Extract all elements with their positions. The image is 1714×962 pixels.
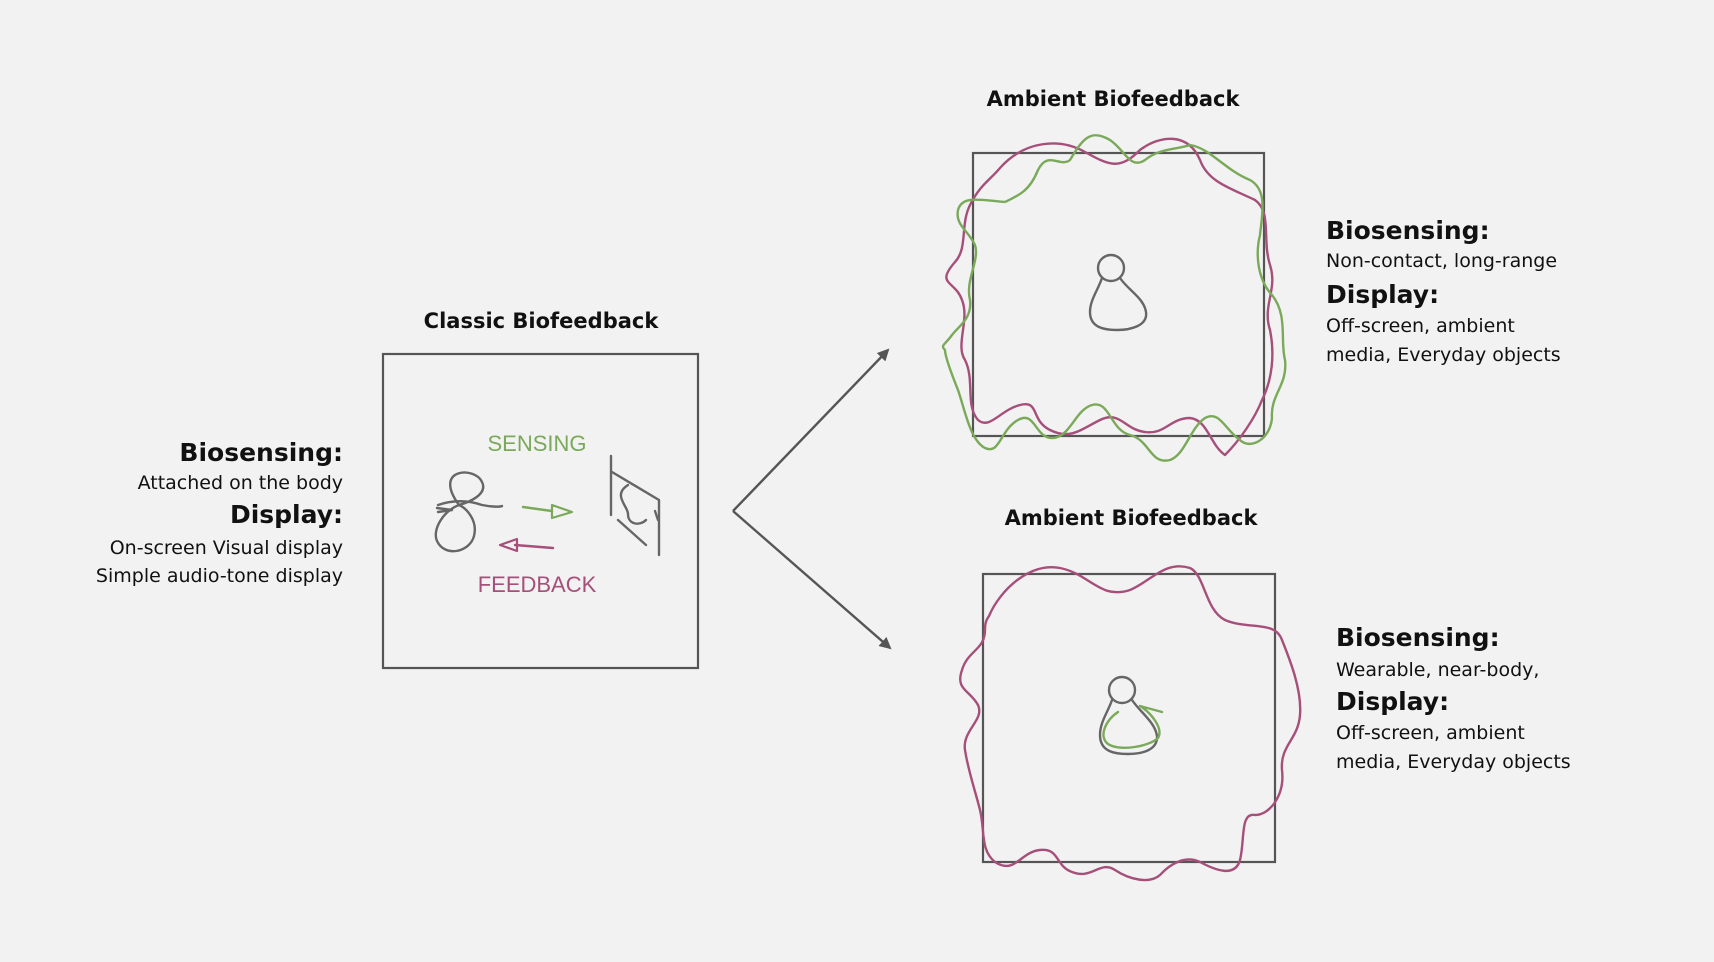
classic-title: Classic Biofeedback <box>424 309 660 333</box>
sensing-arrow <box>521 503 574 520</box>
feedback-label: FEEDBACK <box>478 572 597 597</box>
ambient-bottom-display-line2: media, Everyday objects <box>1336 751 1571 773</box>
branch-arrow-down <box>732 510 892 650</box>
ambient-top-display-heading: Display: <box>1326 280 1439 309</box>
classic-biosensing-heading: Biosensing: <box>179 438 343 467</box>
ambient-bottom-feedback-wave <box>959 565 1302 882</box>
ambient-bottom-frame <box>981 572 1277 864</box>
ambient-top-display-line2: media, Everyday objects <box>1326 344 1561 366</box>
ambient-bottom-title: Ambient Biofeedback <box>1005 506 1259 530</box>
ambient-bottom-display-line1: Off-screen, ambient <box>1336 722 1525 744</box>
ambient-bottom-biosensing-heading: Biosensing: <box>1336 623 1500 652</box>
branch-arrow-up <box>732 348 890 512</box>
ambient-top-biosensing-heading: Biosensing: <box>1326 216 1490 245</box>
ambient-top-feedback-wave <box>945 137 1274 457</box>
ambient-top-title: Ambient Biofeedback <box>987 87 1241 111</box>
sensing-label: SENSING <box>487 431 586 456</box>
person-sketch <box>434 471 504 553</box>
classic-biosensing-text: Attached on the body <box>138 472 343 494</box>
ambient-top-person-sketch <box>1088 253 1148 332</box>
classic-frame <box>381 352 700 670</box>
classic-display-line1: On-screen Visual display <box>110 537 343 559</box>
ambient-top-biosensing-text: Non-contact, long-range <box>1326 250 1557 272</box>
feedback-arrow <box>498 537 555 553</box>
ambient-bottom-display-heading: Display: <box>1336 687 1449 716</box>
ambient-top-sensing-wave <box>941 134 1287 462</box>
screen-sketch <box>609 454 661 557</box>
ambient-top-frame <box>971 151 1266 438</box>
ambient-bottom-person-sketch <box>1098 675 1164 756</box>
classic-display-heading: Display: <box>230 500 343 529</box>
classic-display-line2: Simple audio-tone display <box>96 565 343 587</box>
ambient-bottom-biosensing-text: Wearable, near-body, <box>1336 659 1539 681</box>
ambient-top-display-line1: Off-screen, ambient <box>1326 315 1515 337</box>
